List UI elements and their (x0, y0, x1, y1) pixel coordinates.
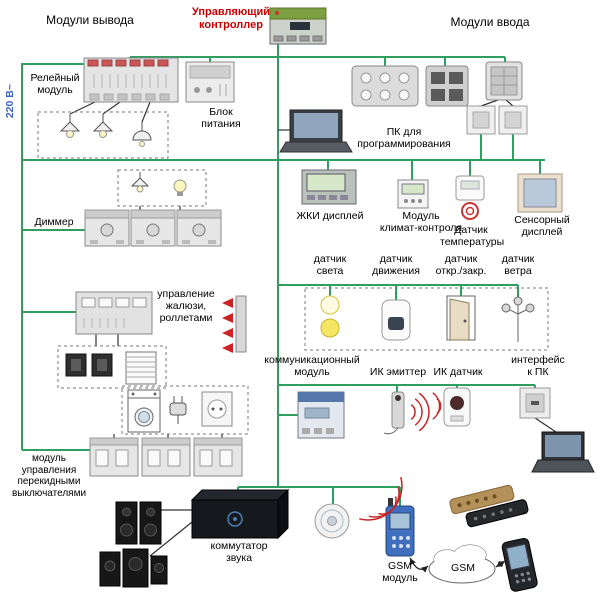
remote-control-icon (449, 484, 515, 515)
label-temperature-sensor: Датчик температуры (440, 224, 505, 249)
pc-interface-device (519, 387, 551, 419)
blinds-direction-arrows (222, 298, 233, 353)
touch-display-device (517, 173, 563, 213)
label-communication-module: коммуникационный модуль (264, 354, 360, 379)
temperature-sensor-device (455, 175, 485, 220)
wind-sensor-icon (501, 296, 535, 342)
wall-switch-icon (65, 353, 87, 377)
keypad-panel (485, 61, 523, 101)
controller-device (269, 7, 327, 45)
label-gsm-cloud: GSM (451, 562, 475, 574)
pushbutton-panel-4 (425, 65, 469, 107)
label-gsm-module: GSM модуль (382, 560, 418, 585)
label-power-supply: Блок питания (201, 106, 241, 131)
programming-laptop (279, 109, 353, 153)
label-climate-module: Модуль климат-контроля (379, 210, 463, 235)
climate-module-device (397, 179, 429, 209)
toggle-switch-module-device (193, 437, 243, 477)
ir-sensor-device (443, 387, 471, 427)
door-sensor-icon (446, 295, 476, 341)
communication-module-device (297, 391, 345, 439)
blinds-control-module-device (75, 291, 153, 335)
mobile-phone-icon (501, 538, 538, 592)
wall-switch-icon (91, 353, 113, 377)
speakers-icon (115, 501, 162, 545)
label-pc-interface: интерфейс к ПК (511, 354, 565, 379)
ir-emitter-device (383, 391, 405, 435)
gsm-link-arrows (409, 557, 506, 573)
ceiling-lamp-icon (59, 114, 81, 138)
gsm-network-cloud (428, 544, 496, 584)
bus-lines (21, 44, 545, 506)
wall-switch-plate (498, 105, 528, 135)
wall-switch-plate (466, 105, 496, 135)
label-pc-programming: ПК для программирования (357, 126, 451, 151)
roller-shutter-icon (125, 351, 157, 385)
label-open-close-sensor: датчик откр./закр. (435, 253, 487, 278)
gsm-module-device (385, 498, 415, 557)
pendant-lamp-icon (130, 172, 150, 193)
label-blinds-control: управление жалюзи, роллетами (157, 288, 215, 325)
label-voltage-220v: 220 В~ (4, 84, 16, 119)
toggle-switch-module-device (141, 437, 191, 477)
washing-machine-icon (127, 389, 161, 433)
label-light-sensor: датчик света (313, 253, 347, 278)
light-sensor-icon (320, 295, 340, 338)
power-supply-device (185, 61, 235, 103)
wall-lamp-icon (132, 122, 152, 147)
label-touch-display: Сенсорный дисплей (514, 214, 570, 239)
dimmer-module-device (176, 209, 222, 247)
label-controller: Управляющий контроллер (191, 6, 271, 31)
label-motion-sensor: датчик движения (372, 253, 420, 278)
label-relay-module: Релейный модуль (30, 72, 80, 97)
speakers-icon (99, 548, 168, 588)
header-input-modules: Модули ввода (450, 15, 530, 29)
relay-module-device (83, 57, 179, 103)
load-group-boxes (37, 111, 549, 435)
ceiling-lamp-icon (92, 114, 114, 138)
wireless-signal-arcs (359, 392, 442, 521)
label-ir-emitter: ИК эмиттер (369, 366, 427, 378)
dimmer-module-device (84, 209, 130, 247)
label-wind-sensor: датчик ветра (501, 253, 535, 278)
audio-switch-device (190, 488, 290, 540)
label-dimmer: Диммер (34, 216, 74, 228)
blinds-actuator-strip (235, 295, 247, 353)
ceiling-speaker-icon (314, 503, 350, 539)
header-output-modules: Модули вывода (46, 13, 134, 27)
socket-icon (201, 391, 233, 427)
bulb-icon (173, 179, 187, 196)
label-lcd-display: ЖКИ дисплей (296, 210, 364, 222)
dimmer-module-device (130, 209, 176, 247)
pushbutton-panel-6 (351, 65, 419, 107)
lcd-display-device (301, 169, 357, 205)
client-laptop (531, 431, 595, 473)
toggle-switch-module-device (89, 437, 139, 477)
label-ir-sensor: ИК датчик (433, 366, 483, 378)
label-audio-switch: коммутатор звука (210, 540, 268, 565)
remote-control-icon (465, 499, 529, 528)
label-toggle-switch-module: модуль управления перекидными выключател… (11, 453, 87, 499)
plug-icon (169, 396, 187, 424)
motion-sensor-icon (381, 299, 411, 341)
